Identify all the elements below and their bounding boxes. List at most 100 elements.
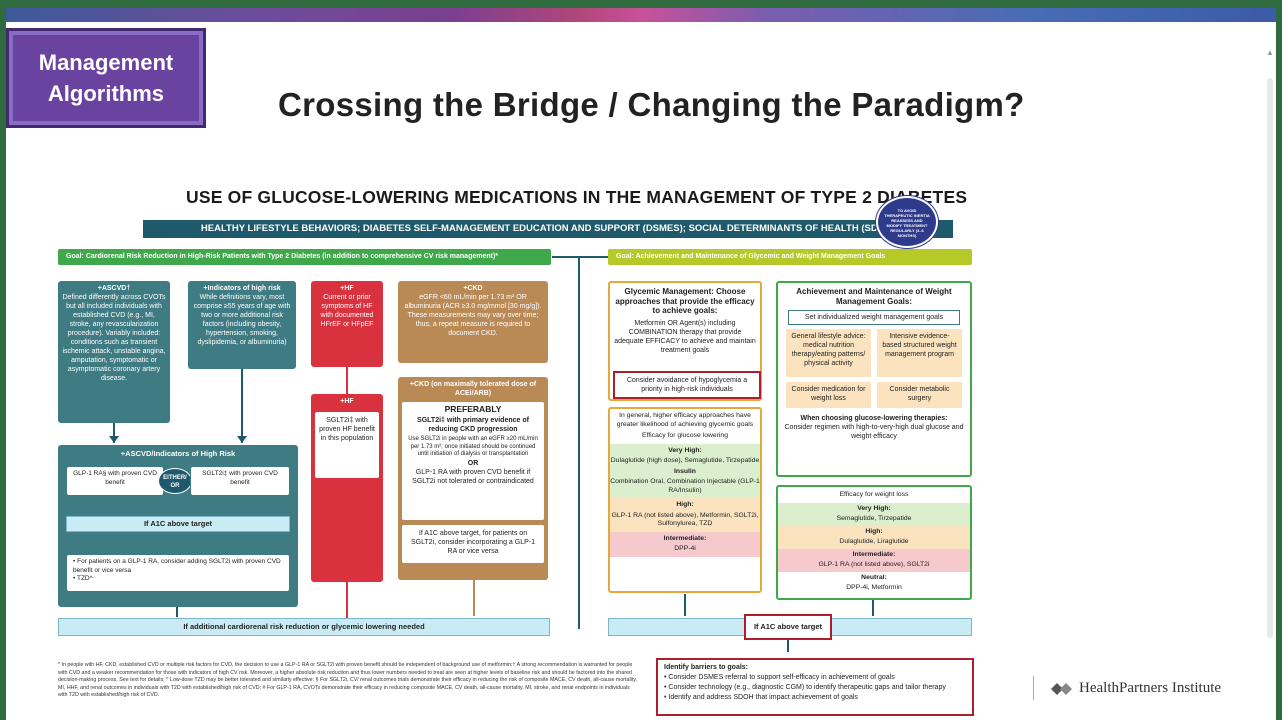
arrow	[113, 423, 115, 443]
slide-title: Crossing the Bridge / Changing the Parad…	[278, 86, 1025, 123]
weight-option-3: Consider medication for weight loss	[786, 382, 871, 408]
barriers-title: Identify barriers to goals:	[664, 664, 749, 671]
high-risk-body: While definitions vary, most comprise ≥5…	[193, 294, 291, 346]
eff-head: Efficacy for glucose lowering	[641, 432, 728, 439]
arrow	[473, 580, 475, 616]
logo-divider	[1033, 676, 1034, 700]
high-risk-title: +Indicators of high risk	[203, 285, 281, 292]
bottom-bar-left: If additional cardiorenal risk reduction…	[58, 618, 550, 636]
ckd-box: +CKD eGFR <60 mL/min per 1.73 m² OR albu…	[398, 281, 548, 363]
wl-inter-band: Intermediate: GLP-1 RA (not listed above…	[778, 548, 970, 572]
ckd-treatment-box: +CKD (on maximally tolerated dose of ACE…	[398, 377, 548, 580]
ckd-body: eGFR <60 mL/min per 1.73 m² OR albuminur…	[404, 294, 542, 337]
ascvd-box: +ASCVD† Defined differently across CVOTs…	[58, 281, 170, 423]
barriers-list: Consider DSMES referral to support self-…	[664, 673, 966, 703]
inter-label: Intermediate:	[663, 534, 707, 542]
sglt2-text: SGLT2i‡ with proven CVD benefit	[202, 470, 278, 486]
weight-efficacy-box: Efficacy for weight loss Very High: Sema…	[776, 485, 972, 600]
scroll-up-icon[interactable]: ▲	[1266, 48, 1274, 57]
goal-cardiorenal: Goal: Cardiorenal Risk Reduction in High…	[58, 249, 551, 265]
inter-body: DPP-4i	[674, 545, 696, 552]
healthpartners-logo-text: HealthPartners Institute	[1079, 680, 1222, 696]
wl-high-label: High:	[865, 527, 883, 535]
ascvd-list-2: • TZD^	[73, 575, 93, 582]
wl-high-band: High: Dulaglutide, Liraglutide	[778, 525, 970, 549]
arrowhead	[109, 436, 119, 443]
high-band: High: GLP-1 RA (not listed above), Metfo…	[610, 498, 760, 532]
pref-or: OR	[467, 459, 479, 467]
hf-title: +HF	[340, 285, 354, 292]
preferably-title: PREFERABLY	[444, 404, 502, 414]
either-or-badge: EITHER/ OR	[158, 468, 192, 494]
arrow	[346, 367, 348, 395]
sglt2-box: SGLT2i‡ with proven CVD benefit	[190, 466, 290, 496]
weight-options-row-1: General lifestyle advice: medical nutrit…	[786, 329, 962, 377]
wl-inter-body: GLP-1 RA (not listed above), SGLT2i	[818, 561, 930, 568]
vhigh-body: Dulaglutide (high dose), Semaglutide, Ti…	[610, 457, 760, 464]
glucose-efficacy-box: In general, higher efficacy approaches h…	[608, 407, 762, 593]
arrow	[176, 607, 178, 617]
high-risk-box: +Indicators of high risk While definitio…	[188, 281, 296, 369]
arrow	[872, 600, 874, 616]
weight-set-box: Set individualized weight management goa…	[788, 310, 960, 325]
goal-glycemic-weight: Goal: Achievement and Maintenance of Gly…	[608, 249, 972, 265]
arrow	[346, 582, 348, 618]
ascvd-title: +ASCVD†	[97, 285, 131, 292]
high-label: High:	[676, 501, 694, 508]
arrow	[684, 594, 686, 616]
wl-neutral-label: Neutral:	[861, 573, 887, 581]
a1c-above-highlight: If A1C above target	[744, 614, 832, 640]
hf-body: Current or prior symptoms of HF with doc…	[320, 294, 374, 328]
ckd-a1c: If A1C above target, for patients on SGL…	[411, 530, 535, 555]
lifestyle-banner: HEALTHY LIFESTYLE BEHAVIORS; DIABETES SE…	[143, 220, 953, 238]
healthpartners-logo-icon	[1051, 682, 1072, 695]
choose-body: Consider regimen with high-to-very-high …	[784, 424, 964, 440]
goal-connector	[552, 256, 608, 258]
hf2-body: SGLT2i‡ with proven HF benefit in this p…	[319, 417, 375, 442]
pref-2: Use SGLT2i in people with an eGFR ≥20 mL…	[408, 436, 538, 457]
ckd-title: +CKD	[463, 285, 483, 292]
glycemic-title: Glycemic Management: Choose approaches t…	[615, 287, 755, 315]
wl-vhigh-body: Semaglutide, Tirzepatide	[836, 515, 912, 522]
hf2-body-box: SGLT2i‡ with proven HF benefit in this p…	[315, 412, 379, 478]
barriers-box: Identify barriers to goals: Consider DSM…	[656, 658, 974, 716]
high-body: GLP-1 RA (not listed above), Metformin, …	[611, 511, 759, 528]
barriers-item: Consider DSMES referral to support self-…	[664, 673, 966, 683]
weight-option-4: Consider metabolic surgery	[877, 382, 962, 408]
ckd-a1c-box: If A1C above target, for patients on SGL…	[402, 525, 544, 563]
weight-option-2: Intensive evidence-based structured weig…	[877, 329, 962, 377]
section-badge-label: Management Algorithms	[38, 50, 174, 106]
inter-band: Intermediate: DPP-4i	[610, 531, 760, 557]
ascvd-a1c-bar: If A1C above target	[66, 516, 290, 532]
hypo-highlight: Consider avoidance of hypoglycemia a pri…	[613, 371, 761, 399]
pref-1: SGLT2i‡ with primary evidence of reducin…	[417, 417, 529, 433]
wl-neutral-body: DPP-4i, Metformin	[846, 584, 902, 591]
weight-box: Achievement and Maintenance of Weight Ma…	[776, 281, 972, 477]
eff-intro: In general, higher efficacy approaches h…	[616, 412, 754, 428]
wl-neutral-band: Neutral: DPP-4i, Metformin	[778, 572, 970, 595]
reassess-seal: TO AVOID THERAPEUTIC INERTIA REASSESS AN…	[876, 196, 938, 248]
scrollbar[interactable]: ▲	[1266, 48, 1274, 688]
healthpartners-logo: HealthPartners Institute	[1051, 680, 1221, 697]
weight-title: Achievement and Maintenance of Weight Ma…	[796, 287, 952, 306]
choose-title: When choosing glucose-lowering therapies…	[800, 415, 948, 422]
glycemic-body: Metformin OR Agent(s) including COMBINAT…	[614, 319, 756, 354]
glp1-box: GLP-1 RA§ with proven CVD benefit	[66, 466, 164, 496]
vhigh-band: Very High: Dulaglutide (high dose), Sema…	[610, 443, 760, 498]
ascvd-panel-title: +ASCVD/Indicators of High Risk	[120, 449, 236, 458]
barriers-item: Consider technology (e.g., diagnostic CG…	[664, 683, 966, 693]
glp1-text: GLP-1 RA§ with proven CVD benefit	[73, 470, 157, 486]
arrow	[787, 640, 789, 652]
weight-options-row-2: Consider medication for weight loss Cons…	[786, 382, 962, 408]
scroll-thumb[interactable]	[1267, 78, 1273, 638]
ascvd-list-1: • For patients on a GLP-1 RA, consider a…	[73, 558, 281, 574]
top-decor-strip	[6, 8, 1276, 22]
ckd2-title: +CKD (on maximally tolerated dose of ACE…	[409, 381, 537, 397]
insulin-label: Insulin	[674, 467, 696, 475]
ascvd-body: Defined differently across CVOTs but all…	[62, 294, 166, 382]
pref-3: GLP-1 RA with proven CVD benefit if SGLT…	[412, 468, 534, 485]
vhigh-label: Very High:	[668, 446, 702, 454]
arrowhead	[237, 436, 247, 443]
barriers-item: Identify and address SDOH that impact ac…	[664, 693, 966, 703]
wl-high-body: Dulaglutide, Liraglutide	[839, 538, 909, 545]
